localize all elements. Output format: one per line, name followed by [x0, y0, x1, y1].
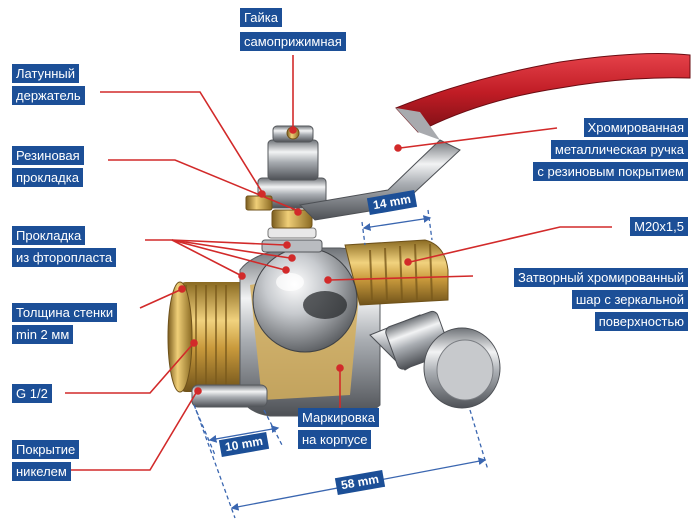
label-ball-line1: Затворный хромированный [514, 268, 688, 287]
label-thread-g12: G 1/2 [12, 384, 52, 403]
label-rubber-gasket-line1: Резиновая [12, 146, 84, 165]
label-brass-holder-line2: держатель [12, 86, 85, 105]
valve-stem-assembly [245, 125, 327, 253]
label-handle-line1: Хромированная [583, 118, 688, 137]
label-wall-thickness-line1: Толщина стенки [12, 303, 118, 322]
valve-handle [298, 53, 691, 221]
label-marking-line1: Маркировка [298, 408, 379, 427]
label-brass-holder-line1: Латунный [12, 64, 80, 83]
label-ptfe-gasket-line1: Прокладка [12, 226, 86, 245]
label-nut-line2: самоприжимная [240, 32, 346, 51]
label-wall-thickness-line2: min 2 мм [12, 325, 74, 344]
chrome-ball [252, 247, 358, 353]
label-nickel-coating-line1: Покрытие [12, 440, 80, 459]
label-thread-m20: M20x1,5 [630, 217, 688, 236]
label-marking-line2: на корпусе [298, 430, 372, 449]
label-rubber-gasket-line2: прокладка [12, 168, 83, 187]
label-handle-line2: металлическая ручка [550, 140, 688, 159]
label-ball-line3: поверхностью [594, 312, 688, 331]
label-nut-line1: Гайка [240, 8, 283, 27]
label-handle-line3: с резиновым покрытием [533, 162, 688, 181]
label-nickel-coating-line2: никелем [12, 462, 71, 481]
label-ball-line2: шар с зеркальной [571, 290, 688, 309]
leader-lines [65, 55, 612, 471]
label-ptfe-gasket-line2: из фторопласта [12, 248, 117, 267]
drain-fitting [369, 310, 501, 409]
